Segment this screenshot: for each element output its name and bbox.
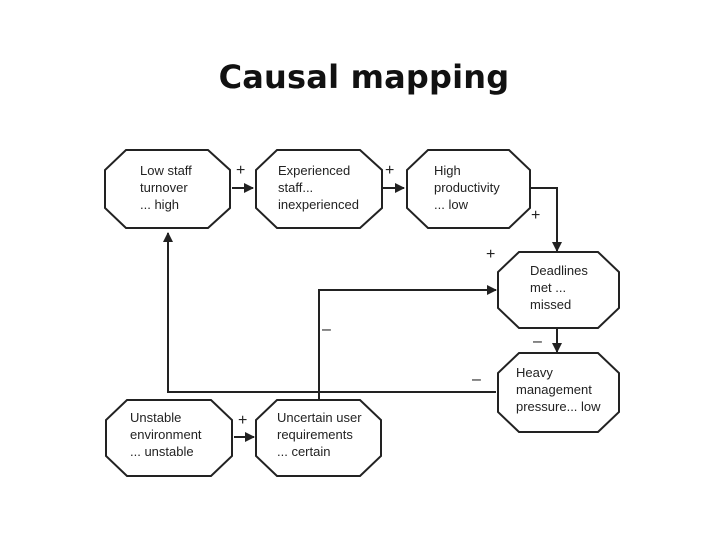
sign-deadlines-pressure: – xyxy=(533,333,542,350)
svg-text:High: High xyxy=(434,163,461,178)
sign-turnover-experienced: + xyxy=(236,162,245,179)
svg-text:Unstable: Unstable xyxy=(130,410,181,425)
link-pressure-to-turnover xyxy=(163,232,496,393)
svg-text:... certain: ... certain xyxy=(277,444,330,459)
svg-text:requirements: requirements xyxy=(277,427,353,442)
svg-text:productivity: productivity xyxy=(434,180,500,195)
node-unstable-environment: Unstable environment ... unstable xyxy=(105,399,233,477)
node-experienced-staff: Experienced staff... inexperienced xyxy=(255,149,383,229)
sign-environment-requirements: + xyxy=(238,412,247,429)
svg-text:environment: environment xyxy=(130,427,202,442)
svg-text:missed: missed xyxy=(530,297,571,312)
svg-text:met ...: met ... xyxy=(530,280,566,295)
svg-text:... unstable: ... unstable xyxy=(130,444,194,459)
svg-text:Low staff: Low staff xyxy=(140,163,192,178)
link-productivity-to-deadlines xyxy=(530,187,562,252)
slide-title: Causal mapping xyxy=(218,58,510,96)
sign-requirements-deadlines-plus: + xyxy=(486,246,495,263)
svg-text:staff...: staff... xyxy=(278,180,313,195)
svg-text:Deadlines: Deadlines xyxy=(530,263,588,278)
node-heavy-management-pressure: Heavy management pressure... low xyxy=(497,352,620,433)
node-low-staff-turnover: Low staff turnover ... high xyxy=(104,149,231,229)
svg-text:inexperienced: inexperienced xyxy=(278,197,359,212)
link-requirements-to-deadlines xyxy=(318,285,497,400)
svg-text:management: management xyxy=(516,382,592,397)
svg-text:Uncertain user: Uncertain user xyxy=(277,410,362,425)
sign-pressure-turnover: – xyxy=(472,371,481,388)
node-deadlines-met: Deadlines met ... missed xyxy=(497,251,620,329)
svg-text:Heavy: Heavy xyxy=(516,365,553,380)
node-uncertain-user-requirements: Uncertain user requirements ... certain xyxy=(255,399,382,477)
svg-text:... high: ... high xyxy=(140,197,179,212)
svg-text:Experienced: Experienced xyxy=(278,163,350,178)
sign-experienced-productivity: + xyxy=(385,162,394,179)
node-high-productivity: High productivity ... low xyxy=(406,149,531,229)
svg-text:turnover: turnover xyxy=(140,180,188,195)
svg-text:... low: ... low xyxy=(434,197,469,212)
svg-text:pressure... low: pressure... low xyxy=(516,399,601,414)
sign-requirements-deadlines-minus: – xyxy=(322,321,331,338)
sign-productivity-deadlines: + xyxy=(531,207,540,224)
